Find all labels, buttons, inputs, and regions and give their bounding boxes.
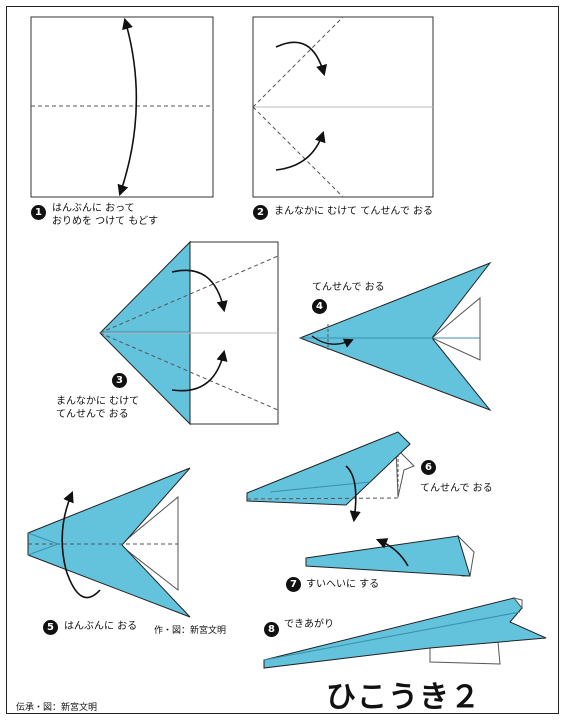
step6-number-badge: 6: [421, 460, 436, 475]
step3-arrow-top: [171, 269, 228, 313]
page-frame: [6, 6, 559, 714]
step7-blue-plane: [305, 535, 471, 577]
step5-instruction-line1: はんぶんに おる: [64, 621, 138, 632]
step2-number-badge: 2: [253, 205, 268, 220]
step5-blue-plane: [27, 467, 191, 618]
step7-instruction-line1: すいへいに する: [306, 579, 380, 590]
step5-nose-fold: [27, 532, 60, 556]
step8-diagram: [263, 597, 547, 669]
step8-wing-edge: [263, 611, 521, 661]
step1-diagram: [30, 16, 214, 198]
step7-arrow: [375, 538, 409, 567]
step6-diagram: [246, 431, 415, 523]
step1-number-badge: 1: [31, 205, 46, 220]
step2-fold-line-top: [252, 16, 344, 108]
step3-number-badge: 3: [112, 373, 127, 388]
step3-fold-line-top: [99, 255, 279, 334]
step2-instruction-line1: まんなかに むけて てんせんで おる: [274, 206, 434, 217]
step3-instruction-line1: まんなかに むけて: [56, 396, 140, 407]
step5-fold-arrow: [61, 490, 101, 599]
step5-number-badge: 5: [43, 620, 58, 635]
step3-arrow-bottom: [171, 349, 228, 392]
step6-white-tail: [395, 446, 415, 498]
step1-fold-arrow: [117, 17, 138, 197]
step6-fold-arrow: [345, 465, 361, 523]
step1-square-paper: [30, 16, 214, 198]
step1-instruction-line1: はんぶんに おって: [52, 203, 135, 214]
step8-tail-tip: [512, 597, 523, 610]
step6-blue-plane: [246, 431, 411, 506]
step2-fold-line-bottom: [252, 106, 344, 198]
step3-fold-line-bottom: [99, 332, 279, 411]
step4-white-back: [431, 296, 481, 361]
step4-instruction-line1: てんせんで おる: [312, 282, 385, 293]
step4-arrow: [311, 335, 354, 348]
step7-number-badge: 7: [286, 577, 301, 592]
footer-credit: 伝承・図：新宮文明: [16, 703, 98, 713]
step4-diagram: [298, 261, 492, 412]
step5-diagram: [27, 467, 191, 618]
step3-diagram: [99, 240, 279, 426]
step7-diagram: [305, 534, 475, 577]
step5-credit: 作・図：新宮文明: [154, 626, 227, 636]
step2-arrow-top: [275, 41, 328, 77]
step8-number-badge: 8: [264, 622, 279, 637]
step8-blue-plane: [263, 597, 547, 669]
step2-arrow-bottom: [275, 130, 326, 171]
step6-instruction-line1: てんせんで おる: [420, 483, 493, 494]
step4-number-badge: 4: [312, 299, 327, 314]
step6-wing-edge: [269, 481, 371, 493]
step1-instruction-line2: おりめを つけて もどす: [52, 216, 159, 227]
step8-instruction-line1: できあがり: [284, 619, 334, 630]
step3-instruction-line2: てんせんで おる: [56, 409, 129, 420]
step2-diagram: [252, 16, 434, 198]
page-title: ひこうき２: [326, 680, 481, 715]
